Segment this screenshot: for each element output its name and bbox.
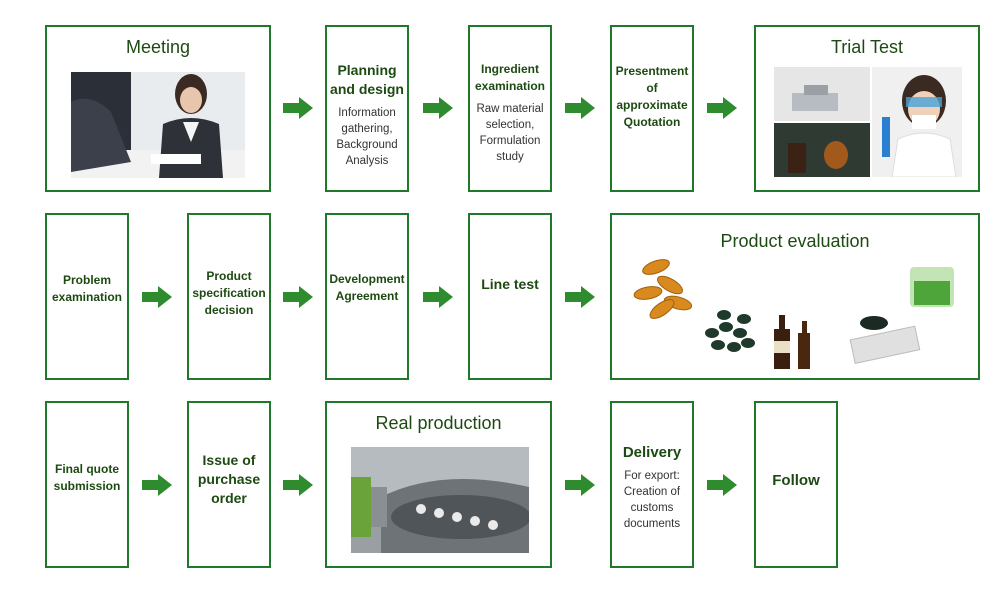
product-samples-photo [633, 259, 954, 369]
step-problem: Problem examination [45, 213, 129, 380]
step-title: Follow [772, 472, 820, 489]
step-real-production: Real production [325, 401, 552, 568]
step-development: Development Agreement [325, 213, 409, 380]
arrow-right-icon [565, 286, 595, 308]
arrow-right-icon [423, 97, 453, 119]
meeting-photo [71, 72, 245, 178]
arrow-right-icon [707, 97, 737, 119]
step-title: Development Agreement [329, 271, 405, 303]
step-title: Planning and design [330, 62, 404, 97]
arrow-right-icon [423, 286, 453, 308]
production-machine-photo [351, 447, 529, 553]
step-title: Real production [375, 413, 502, 433]
step-title: Meeting [125, 37, 191, 57]
step-detail: For export: Creation of customs document… [623, 470, 681, 530]
step-title: Delivery [622, 444, 682, 461]
step-spec: Product specification decision [187, 213, 271, 380]
step-title: Trial Test [830, 37, 904, 57]
arrow-right-icon [707, 474, 737, 496]
step-title: Final quote submission [53, 461, 121, 493]
step-meeting: Meeting [45, 25, 271, 192]
step-title: Product specification decision [192, 269, 266, 317]
step-title: Line test [481, 276, 539, 292]
step-trial: Trial Test [754, 25, 980, 192]
step-product-evaluation: Product evaluation [610, 213, 980, 380]
arrow-right-icon [565, 474, 595, 496]
step-purchase-order: Issue of purchase order [187, 401, 271, 568]
step-planning: Planning and design Information gatherin… [325, 25, 409, 192]
arrow-right-icon [565, 97, 595, 119]
step-delivery: Delivery For export: Creation of customs… [610, 401, 694, 568]
step-detail: Raw material selection, Formulation stud… [476, 103, 544, 163]
step-ingredient: Ingredient examination Raw material sele… [468, 25, 552, 192]
arrow-right-icon [283, 474, 313, 496]
step-detail: Information gathering, Background Analys… [336, 107, 398, 167]
step-follow: Follow [754, 401, 838, 568]
step-title: Problem examination [51, 272, 123, 304]
step-line-test: Line test [468, 213, 552, 380]
step-title: Ingredient examination [474, 62, 546, 93]
step-title: Presentment of approximate Quotation [615, 63, 689, 129]
step-title: Product evaluation [720, 231, 870, 251]
arrow-right-icon [283, 97, 313, 119]
step-title: Issue of purchase order [197, 452, 261, 506]
step-quotation: Presentment of approximate Quotation [610, 25, 694, 192]
step-final-quote: Final quote submission [45, 401, 129, 568]
arrow-right-icon [142, 474, 172, 496]
arrow-right-icon [142, 286, 172, 308]
trial-test-photo [774, 67, 962, 177]
arrow-right-icon [283, 286, 313, 308]
